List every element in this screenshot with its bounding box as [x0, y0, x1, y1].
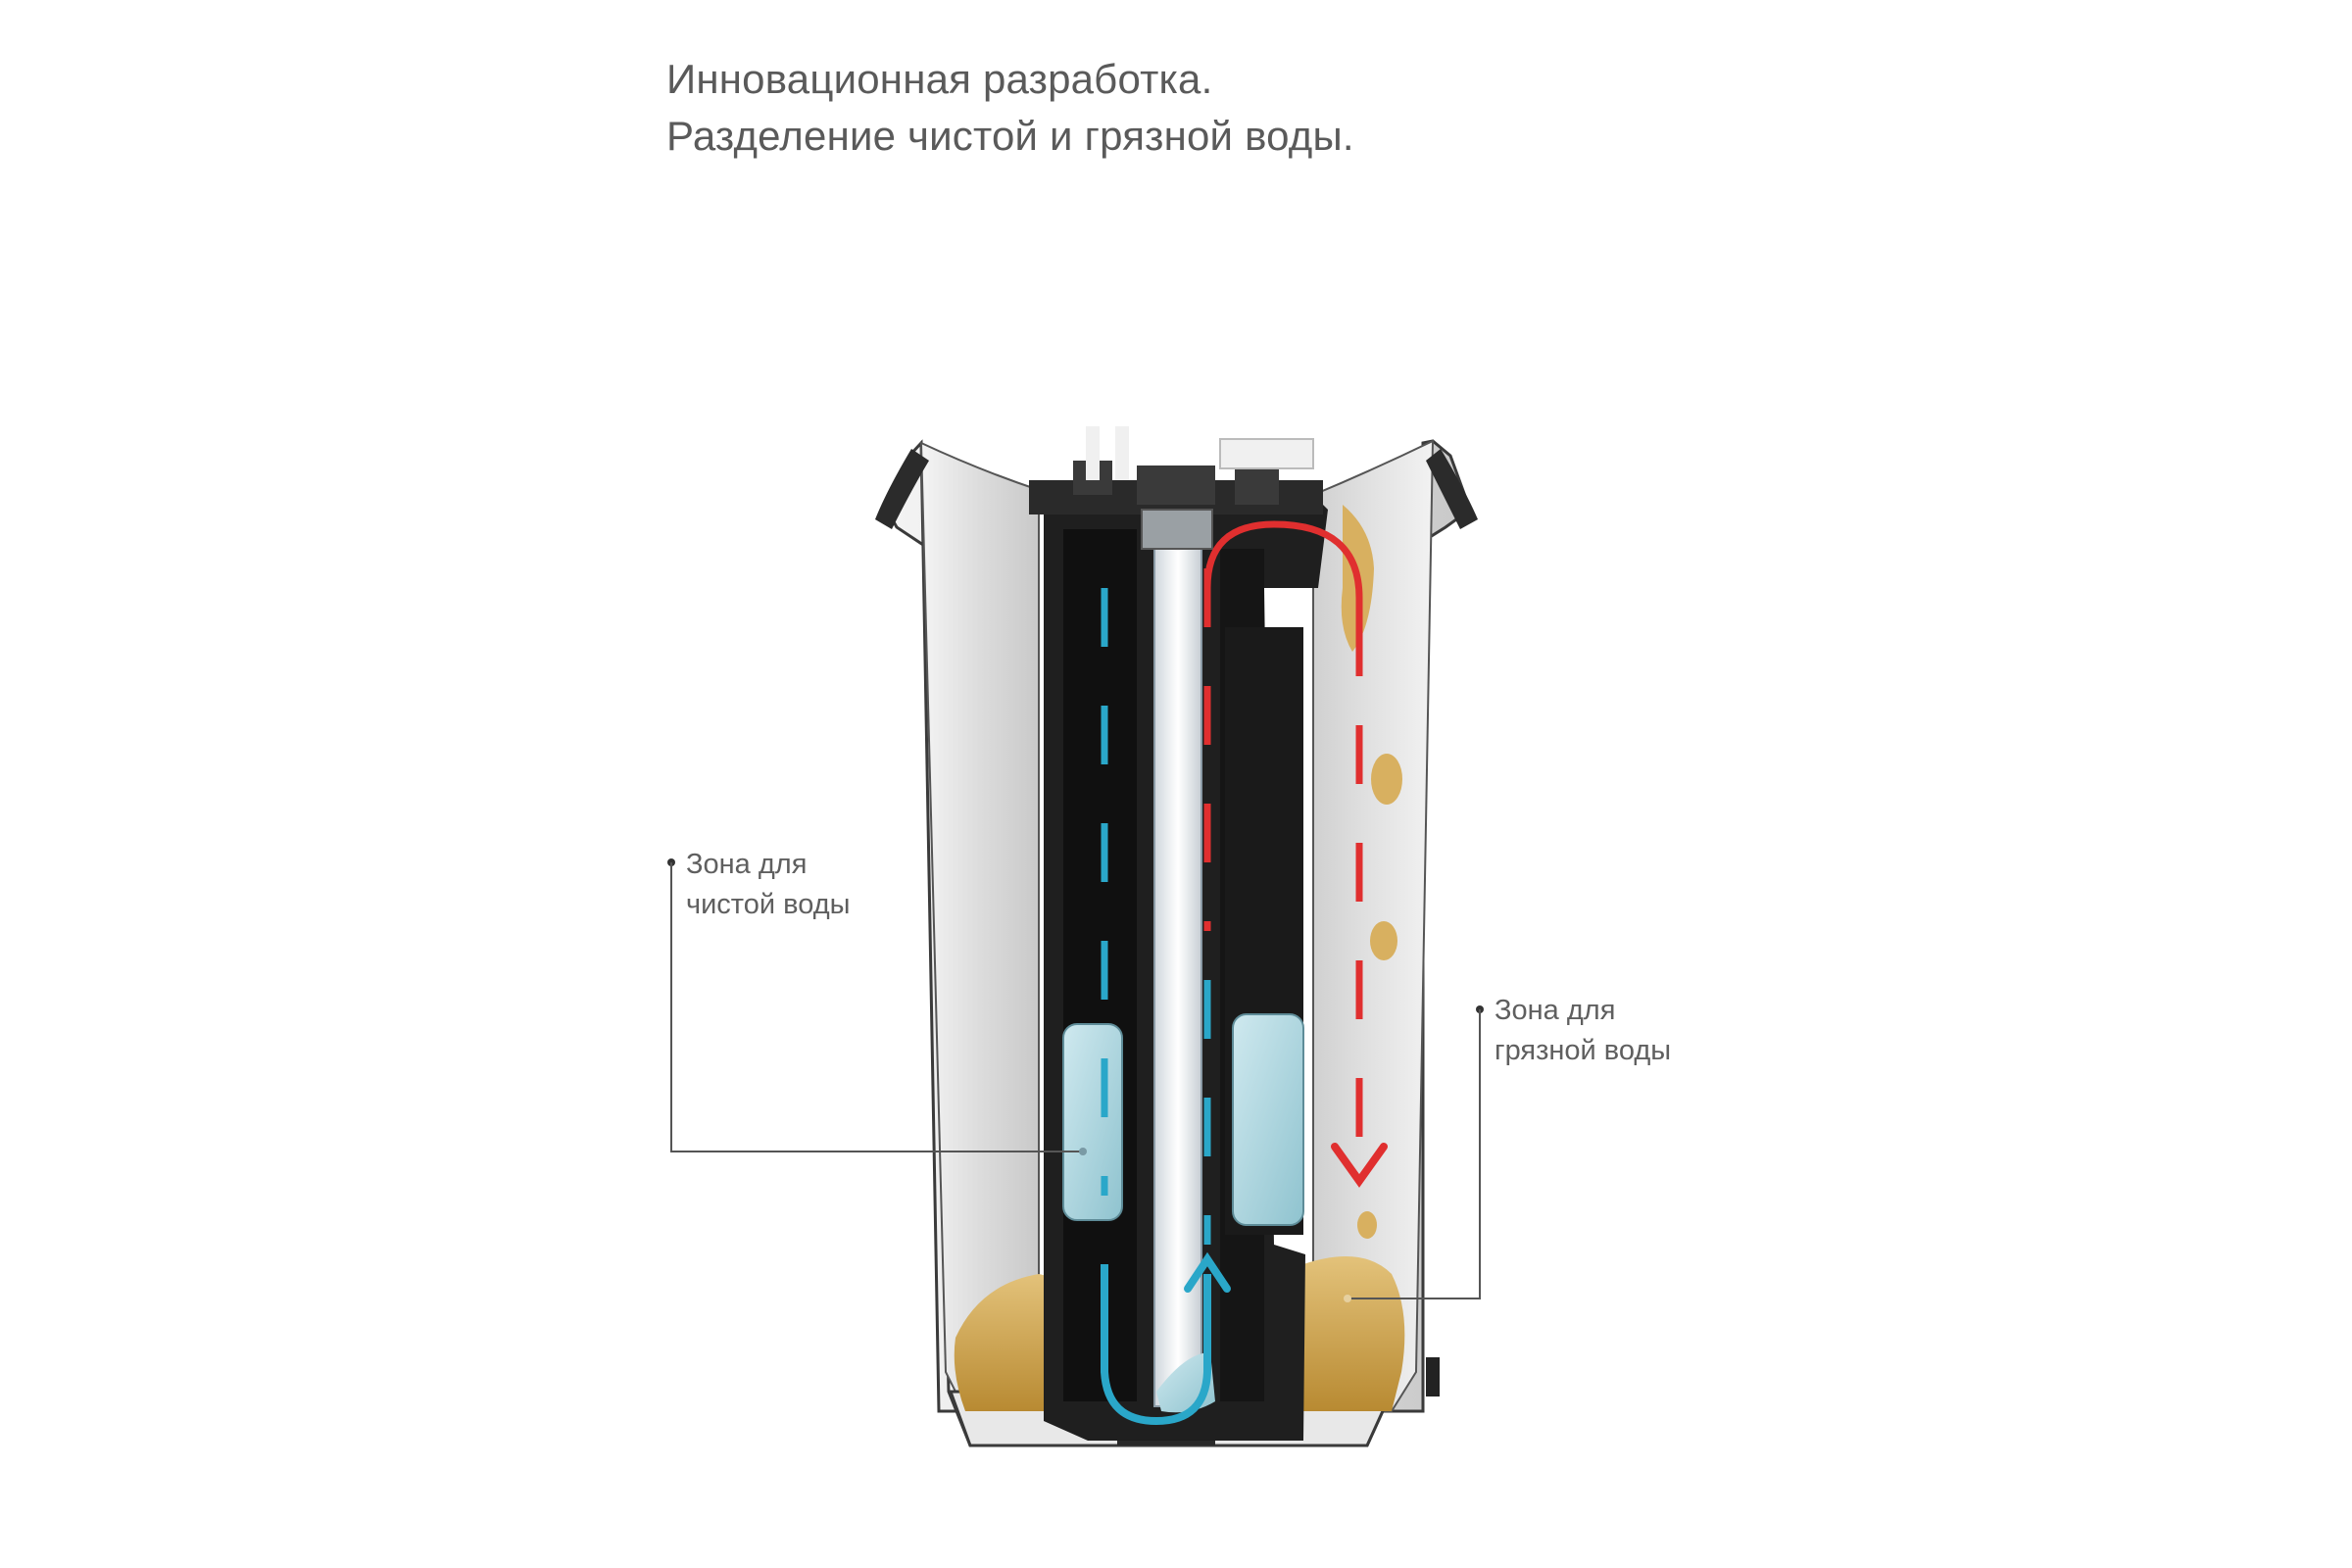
clean-zone-leader — [667, 858, 1087, 1155]
clean-water-flow — [1101, 588, 1231, 1426]
headline-line-2: Разделение чистой и грязной воды. — [666, 113, 1354, 159]
dirty-zone-leader — [1344, 1005, 1484, 1302]
clean-zone-line-1: Зона для — [686, 849, 808, 880]
mop-handle-rod — [1141, 509, 1213, 1407]
clean-zone-line-2: чистой воды — [686, 889, 851, 920]
bucket-shell — [875, 439, 1478, 1447]
clean-water-zone-label: Зона для чистой воды — [686, 845, 851, 925]
dirty-zone-line-2: грязной воды — [1494, 1035, 1672, 1066]
dirty-water-flow — [1203, 520, 1388, 1188]
headline-line-1: Инновационная разработка. — [666, 56, 1213, 102]
dirty-water-zone-label: Зона для грязной воды — [1494, 991, 1671, 1071]
headline: Инновационная разработка. Разделение чис… — [666, 51, 1354, 165]
dirt-deposits — [954, 505, 1405, 1411]
dirty-zone-line-1: Зона для — [1494, 995, 1616, 1026]
